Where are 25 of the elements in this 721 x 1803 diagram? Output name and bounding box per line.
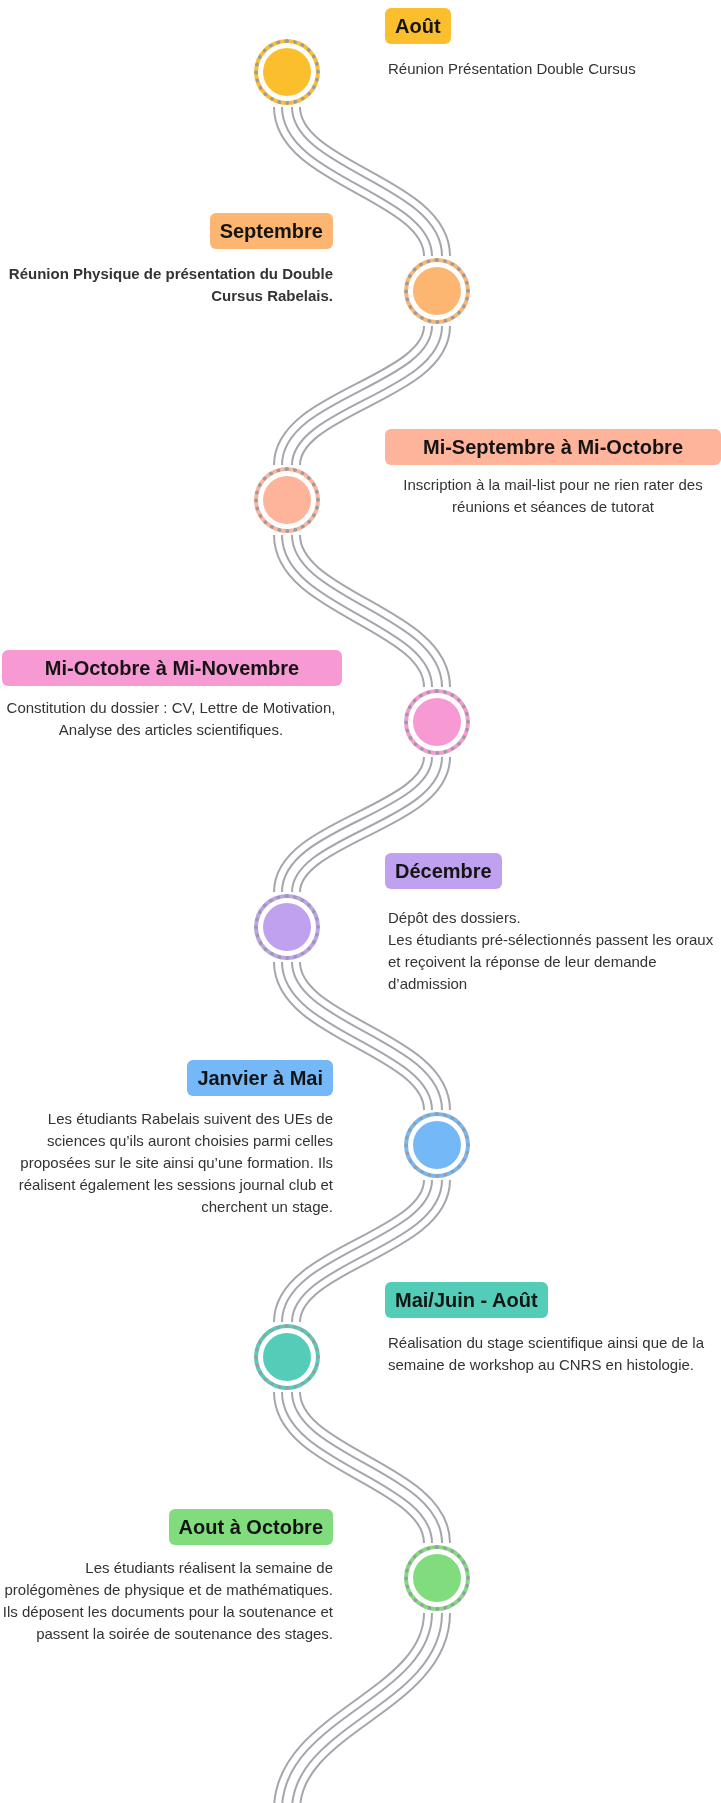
road-connector (273, 754, 451, 895)
road-connector (273, 1177, 451, 1325)
stage-description: Les étudiants Rabelais suivent des UEs de sciences qu’ils auront choisies parmi celles proposées sur le site ainsi qu’une formation. Ils réalisent également les sessions journal club et cherchent un stage. (17, 1109, 333, 1217)
road-connector (273, 532, 451, 690)
stage-description: Dépôt des dossiers. (388, 908, 522, 928)
road-connector (273, 1611, 451, 1803)
date-pill: Janvier à Mai (187, 1060, 333, 1096)
road-connector (273, 104, 451, 259)
date-pill: Aout à Octobre (168, 1509, 333, 1545)
stage-description: Réunion Physique de présentation du Double Cursus Rabelais. (7, 264, 333, 306)
date-pill: Mi-Septembre à Mi-Octobre (385, 429, 721, 465)
stage-description: Les étudiants réalisent la semaine de prolégomènes de physique et de mathématiques. Ils déposent les documents pour la soutenance et passent la soirée de soutenance des stages. (2, 1558, 333, 1644)
date-pill: Mai/Juin - Août (385, 1282, 548, 1318)
date-pill: Décembre (385, 853, 502, 889)
road-connector (273, 1389, 451, 1546)
road-connector (273, 323, 451, 468)
date-pill: Septembre (209, 213, 333, 249)
road-connector (273, 959, 451, 1113)
stage-description: Constitution du dossier : CV, Lettre de Motivation, Analyse des articles scientifiques. (5, 698, 337, 740)
stage-description: Réunion Présentation Double Cursus (388, 59, 637, 79)
date-pill: Août (385, 8, 451, 44)
stage-description: Inscription à la mail-list pour ne rien rater des réunions et séances de tutorat (402, 475, 704, 517)
stage-description: Les étudiants pré-sélectionnés passent les oraux et reçoivent la réponse de leur demande d’admission (388, 930, 714, 994)
stage-description: Réalisation du stage scientifique ainsi que de la semaine de workshop au CNRS en histologie. (388, 1333, 706, 1375)
date-pill: Mi-Octobre à Mi-Novembre (2, 650, 342, 686)
